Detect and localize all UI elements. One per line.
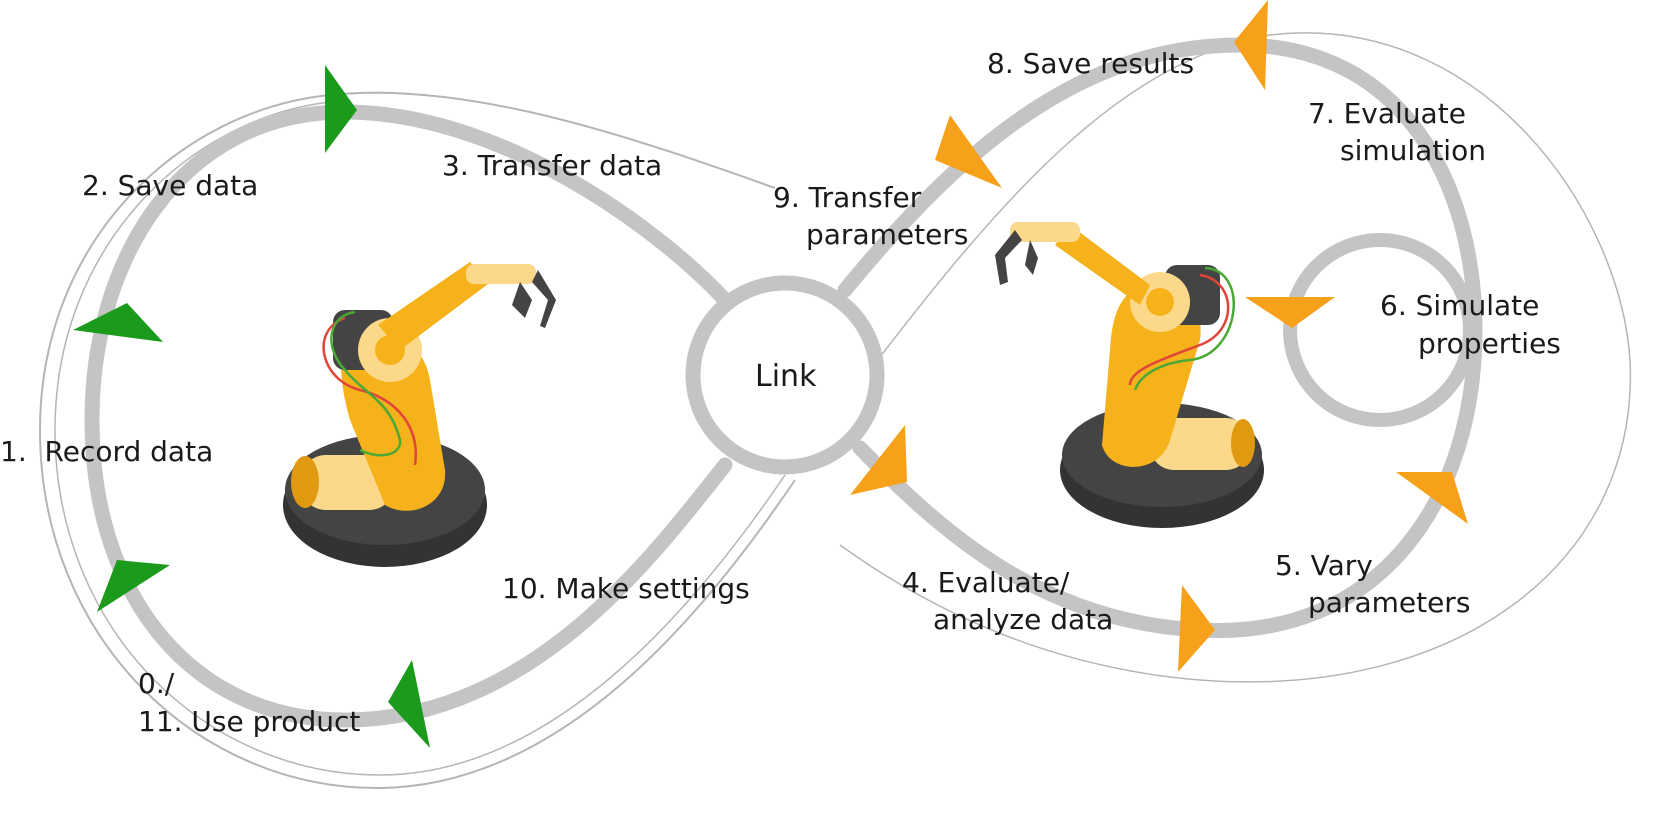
direction-arrow-icon [1178, 585, 1215, 672]
step-label-1: 1. Record data [0, 435, 213, 468]
step-label-10: 10. Make settings [502, 572, 750, 605]
step-label-6a: 6. Simulate [1380, 289, 1539, 322]
direction-arrow-icon [97, 560, 170, 612]
robot-cylinder-cap [1231, 419, 1255, 467]
robot-cylinder [1150, 418, 1250, 470]
step-label-2: 2. Save data [82, 169, 258, 202]
direction-arrow-icon [1234, 0, 1268, 90]
left-cycle-arrows [73, 65, 430, 748]
link-circle [685, 275, 885, 475]
thin-outer-loops [38, 32, 1632, 790]
robot-wrist [466, 264, 536, 284]
direction-arrow-icon [73, 303, 163, 342]
step-label-8: 8. Save results [987, 47, 1194, 80]
step-label-9a: 9. Transfer [773, 181, 922, 214]
step-label-3: 3. Transfer data [442, 149, 662, 182]
robot-wire-green [330, 310, 402, 457]
step-label-4b: analyze data [933, 603, 1113, 636]
thin-loop-left-2 [54, 101, 786, 776]
right-cycle-arrows [850, 0, 1468, 672]
robot-gripper [995, 230, 1038, 285]
direction-arrow-icon [935, 115, 1002, 188]
thin-loop-right [839, 32, 1632, 683]
robot-wire-red [1128, 273, 1230, 386]
step-label-0: 0./ [138, 667, 175, 700]
robot-gripper [512, 270, 556, 328]
direction-arrow-icon [388, 660, 430, 748]
step-label-6b: properties [1418, 327, 1561, 360]
direction-arrow-icon [1245, 297, 1335, 328]
step-label-5b: parameters [1308, 586, 1470, 619]
direction-arrow-icon [1396, 472, 1468, 524]
robot-wire-red [322, 316, 417, 466]
direction-arrow-icon [850, 425, 907, 495]
robot-lower-arm [1102, 282, 1201, 467]
center-link-label: Link [755, 359, 817, 394]
robot-joint-inner [1146, 288, 1174, 316]
infinity-loop [84, 37, 1483, 728]
robot-wrist [1010, 222, 1080, 242]
robot-arm-right-icon [995, 222, 1264, 528]
loop-left-lobe [84, 104, 733, 728]
thin-loop-left [38, 91, 796, 790]
robot-wire-green [1133, 266, 1235, 391]
step-label-4a: 4. Evaluate/ [902, 566, 1070, 599]
robot-upper-arm [378, 262, 488, 350]
step-label-7b: simulation [1340, 134, 1486, 167]
robot-cylinder-cap [291, 456, 319, 508]
simulation-loop [1283, 233, 1477, 427]
step-label-5a: 5. Vary [1275, 549, 1373, 582]
step-label-11: 11. Use product [138, 705, 360, 738]
robot-arm-left-icon [283, 262, 556, 567]
step-label-7a: 7. Evaluate [1308, 97, 1466, 130]
robot-upper-arm [1055, 225, 1150, 305]
step-label-9b: parameters [806, 218, 968, 251]
direction-arrow-icon [325, 65, 357, 153]
